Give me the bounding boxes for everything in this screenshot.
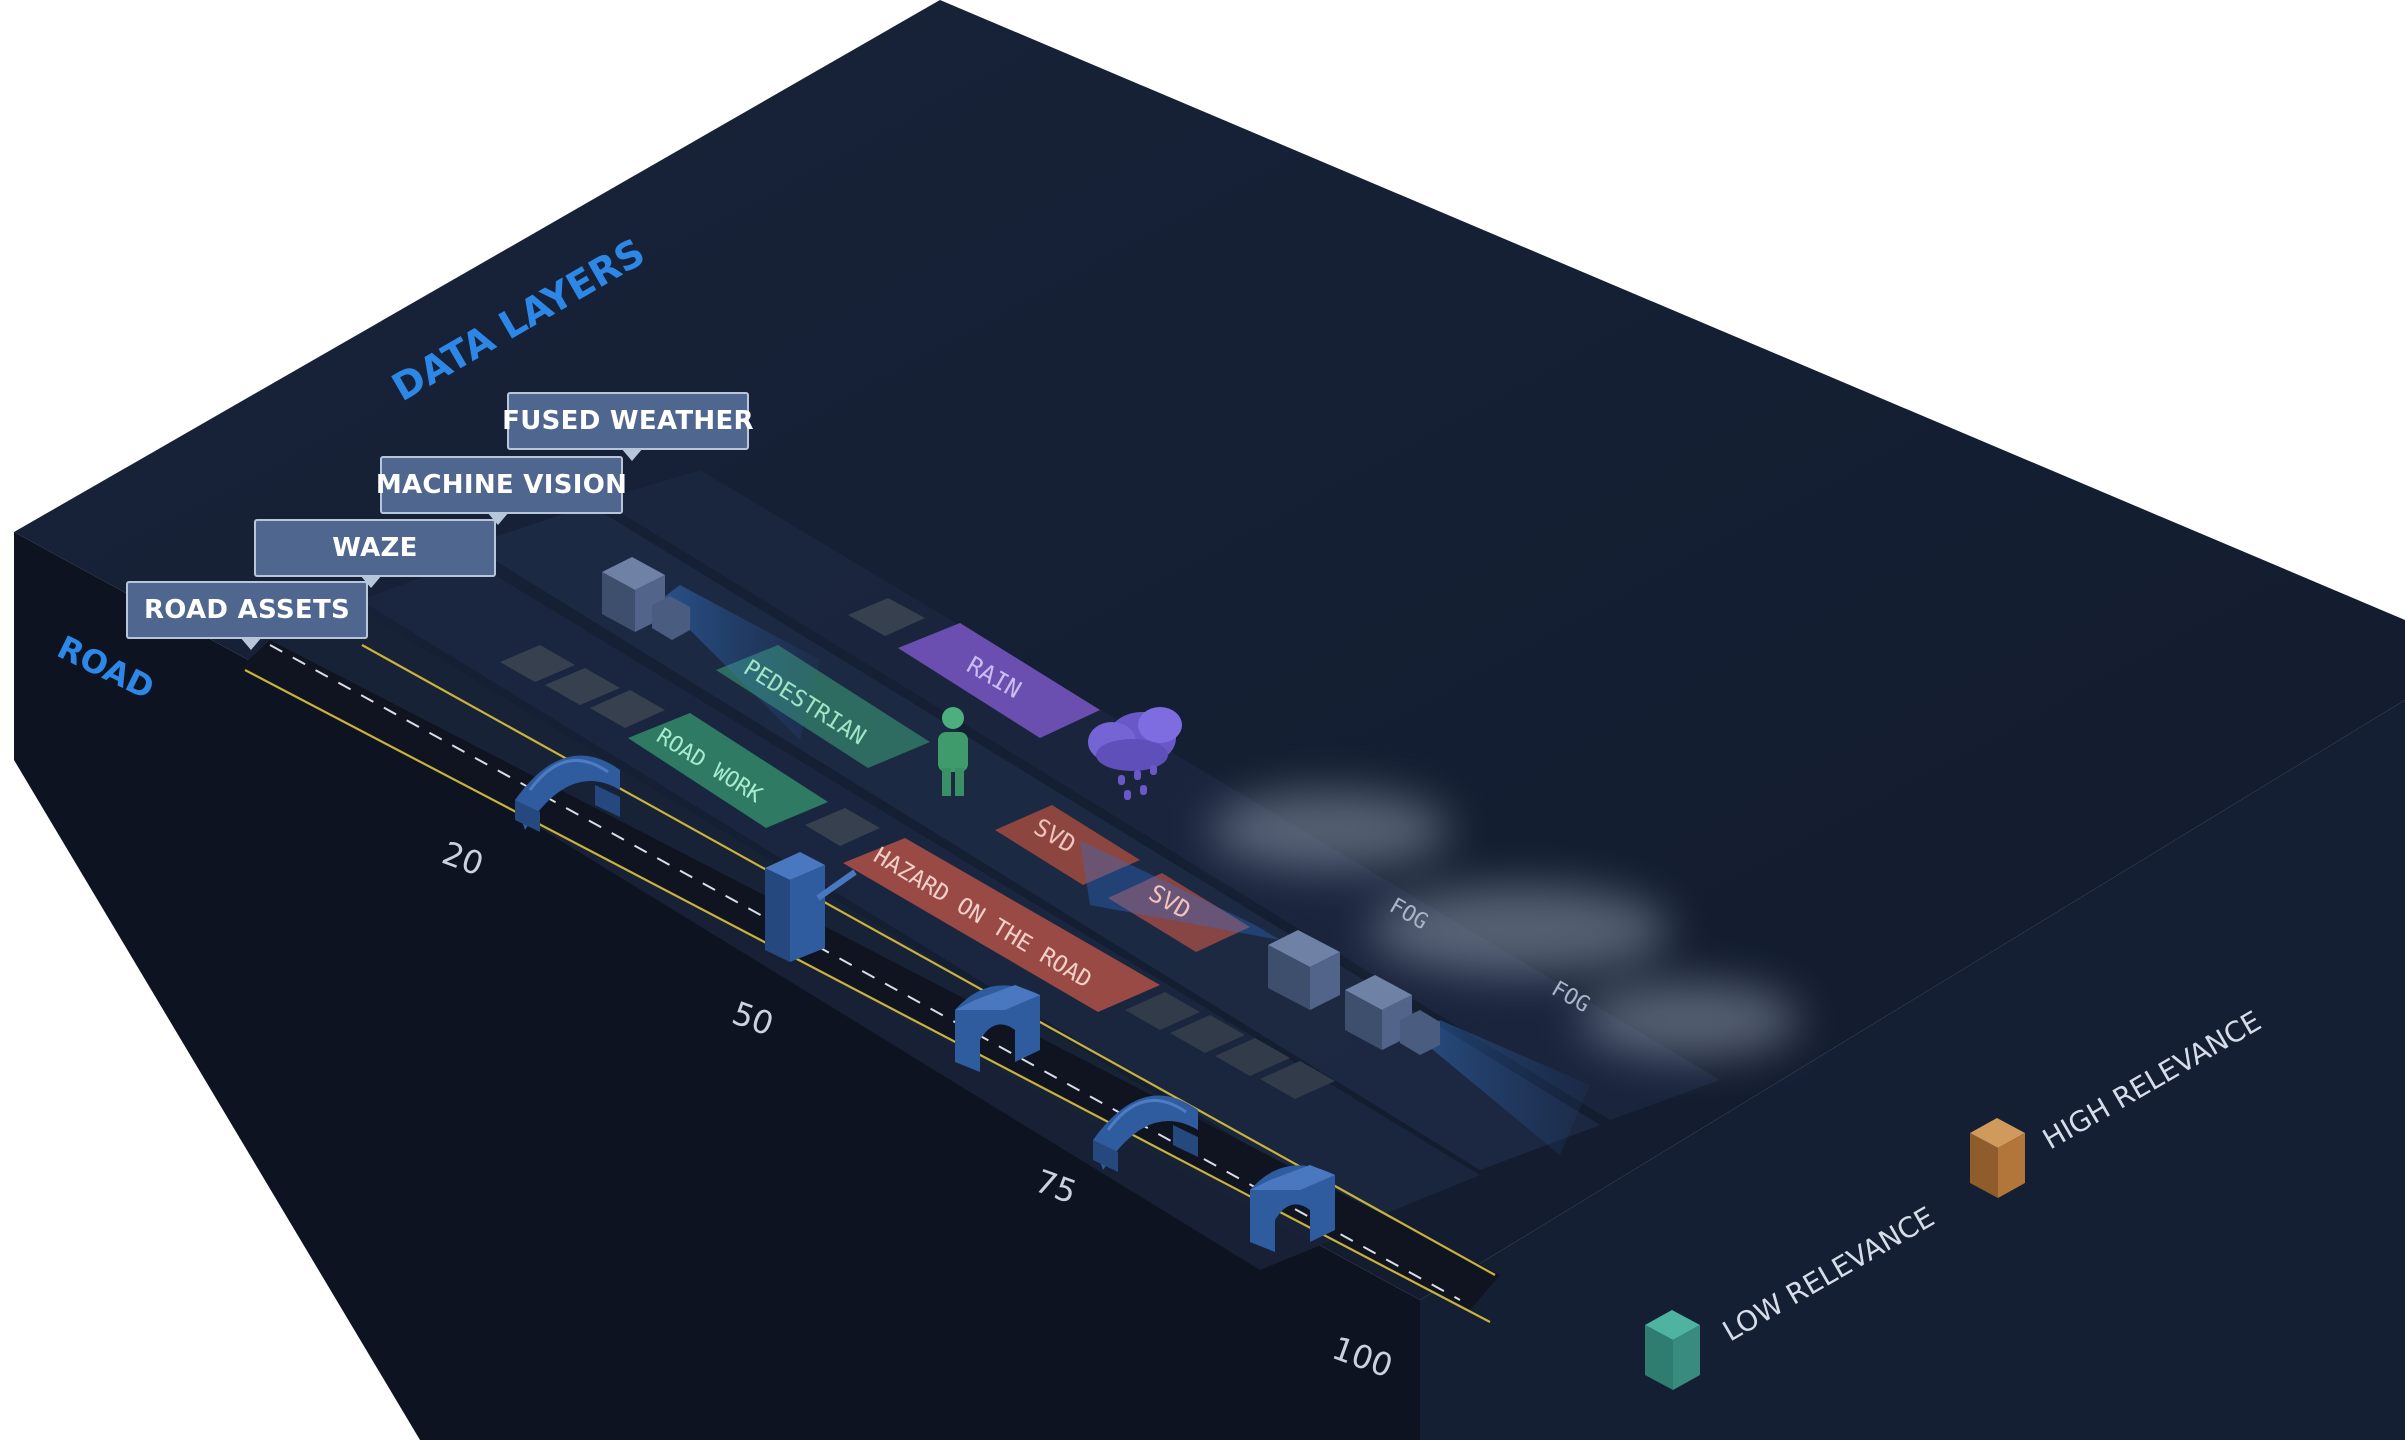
- tunnel-icon-1: [955, 985, 1040, 1072]
- camera-icon-1: [602, 557, 690, 640]
- camera-icon-3: [1345, 975, 1440, 1055]
- slab-top-face: [14, 0, 2405, 1300]
- empty-slot-weather: [848, 598, 925, 636]
- rain-cloud-icon: [1088, 707, 1182, 800]
- fog-cloud: [1210, 790, 1800, 1058]
- tag-fused-weather-label: FUSED WEATHER: [502, 406, 754, 436]
- tag-road-assets: ROAD ASSETS: [126, 581, 368, 650]
- camera-beam-1: [660, 585, 820, 740]
- slab-side-face: [1420, 700, 2405, 1440]
- svd-bar-2: [1108, 873, 1250, 952]
- empty-slots-waze: [500, 645, 880, 846]
- svd-bar-1: [995, 805, 1140, 885]
- tag-waze: WAZE: [254, 519, 496, 588]
- rain-bar: [898, 623, 1100, 738]
- tag-machine-vision-label: MACHINE VISION: [375, 470, 628, 500]
- tag-fused-weather: FUSED WEATHER: [502, 392, 754, 461]
- tag-machine-vision: MACHINE VISION: [376, 456, 627, 525]
- bridge-icon-2: [1093, 1095, 1198, 1172]
- high-relevance-swatch-icon: [1970, 1118, 2025, 1198]
- toll-booth-icon: [765, 852, 857, 962]
- bridge-icon-1: [515, 755, 620, 832]
- tunnel-icon-2: [1250, 1165, 1335, 1252]
- camera-beam-3: [1415, 1020, 1590, 1155]
- hazard-bar: [843, 838, 1160, 1012]
- road-edge-line-1: [244, 669, 1491, 1323]
- tag-waze-label: WAZE: [332, 533, 418, 563]
- slab-front-face: [14, 532, 1420, 1440]
- camera-beam-2: [1080, 840, 1280, 940]
- low-relevance-swatch-icon: [1645, 1310, 1700, 1390]
- pedestrian-icon: [938, 707, 968, 796]
- empty-slots-road-assets: [1125, 992, 1335, 1099]
- camera-icon-2: [1268, 930, 1340, 1010]
- road-work-bar: [628, 713, 828, 828]
- tag-road-assets-label: ROAD ASSETS: [143, 595, 351, 625]
